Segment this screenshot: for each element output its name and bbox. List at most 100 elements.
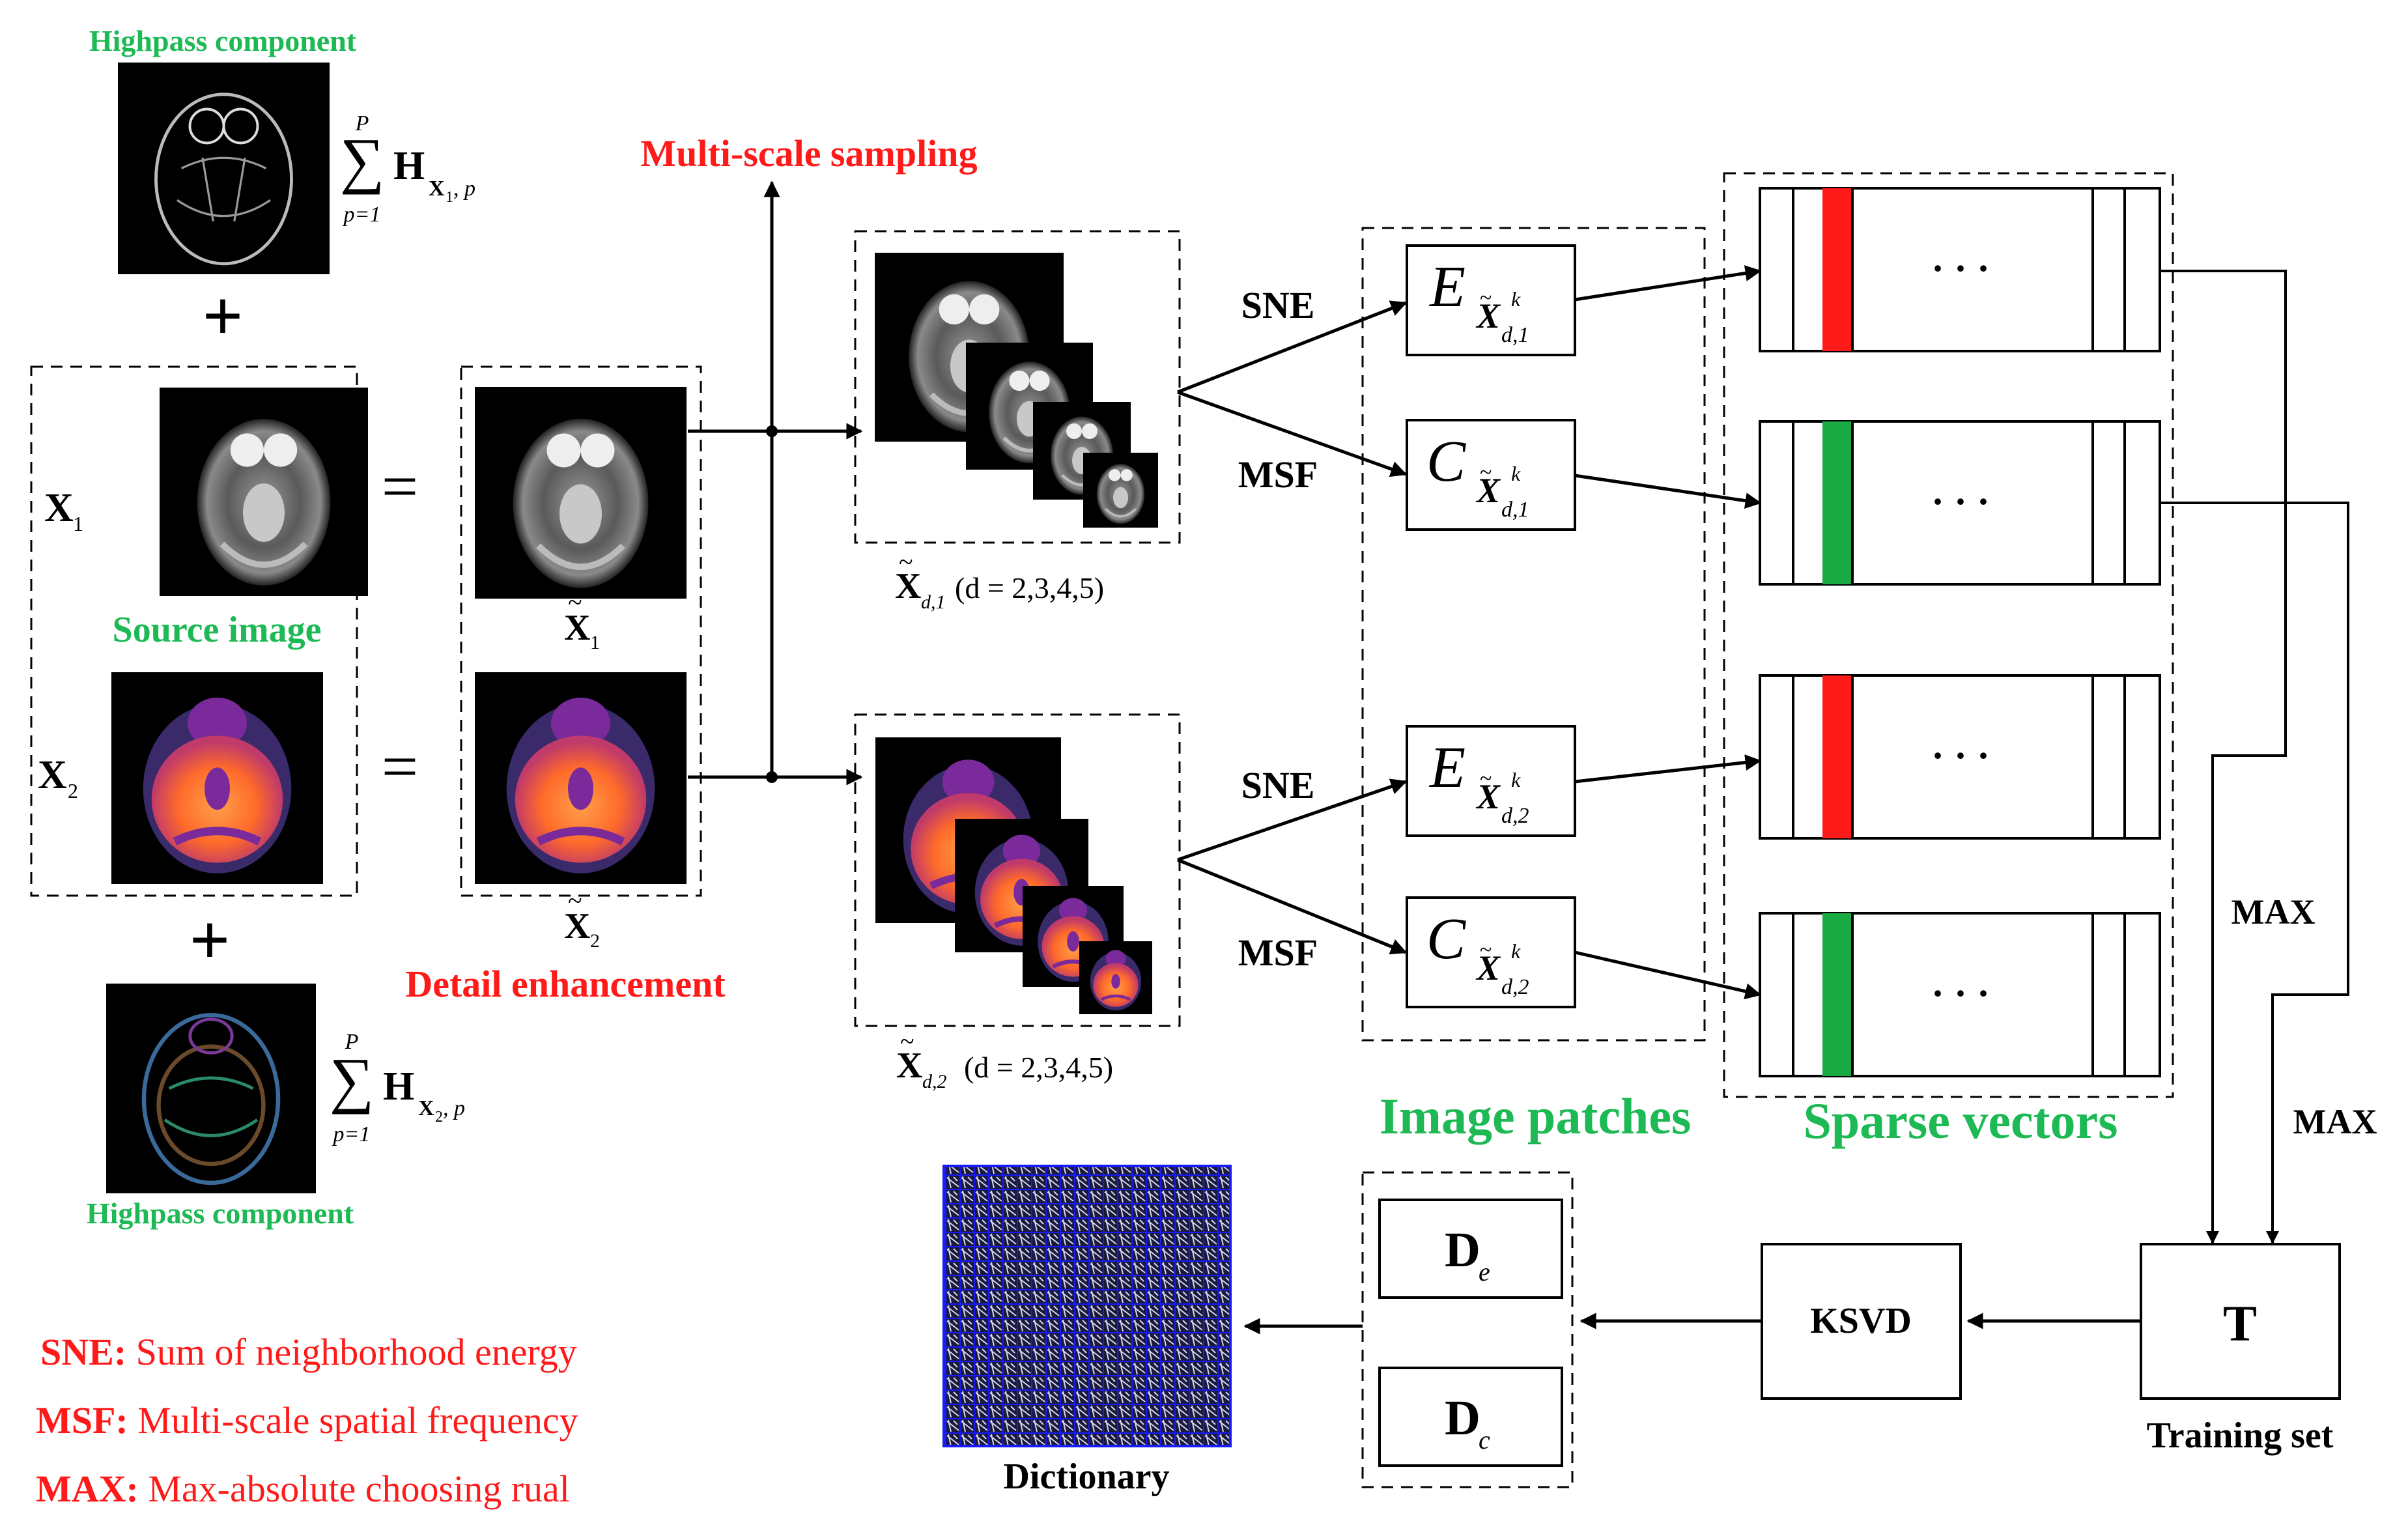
sparse-vectors-group — [1723, 172, 2174, 1098]
detail-enhancement-label: Detail enhancement — [405, 963, 726, 1005]
svg-text:X: X — [38, 753, 67, 797]
plus-top: + — [203, 276, 244, 356]
svg-text:, p: , p — [453, 177, 475, 201]
svg-text:X: X — [1475, 777, 1501, 816]
sne-label-bottom: SNE — [1241, 764, 1315, 806]
svg-text:P: P — [355, 111, 369, 135]
sparse-vector-4: · · · — [1759, 912, 2161, 1077]
multiscale-connectors — [688, 180, 863, 786]
svg-text:X: X — [418, 1096, 434, 1120]
x2-label: X 2 — [38, 753, 78, 803]
svg-text:KSVD: KSVD — [1810, 1301, 1912, 1341]
dictionary-atoms-group — [1361, 1171, 1574, 1488]
pyramid-x2-caption: ~ X d,2 (d = 2,3,4,5) — [896, 1027, 1113, 1092]
training-set-label: Training set — [2147, 1415, 2334, 1456]
svg-text:· · ·: · · · — [1931, 480, 1990, 523]
max-label-right: MAX — [2231, 892, 2316, 931]
highpass-x2-image — [106, 984, 316, 1193]
svg-text:1: 1 — [590, 632, 600, 653]
svg-text:, p: , p — [443, 1096, 465, 1120]
svg-text:X: X — [1475, 471, 1501, 510]
svg-text:E: E — [1428, 735, 1466, 800]
svg-text:X: X — [1475, 296, 1501, 335]
svg-text:P: P — [345, 1030, 359, 1054]
svg-text:1: 1 — [446, 189, 453, 206]
svg-text:E: E — [1428, 255, 1466, 319]
svg-text:e: e — [1479, 1257, 1490, 1286]
training-set-box: T — [2140, 1243, 2341, 1400]
max-routing-lines — [2160, 270, 2349, 1234]
sne-label-top: SNE — [1241, 284, 1315, 326]
enhanced-x2-label: X 2 ~ — [564, 886, 600, 952]
svg-text:T: T — [2223, 1295, 2257, 1352]
svg-text:C: C — [1426, 429, 1466, 494]
max-arrowheads — [2206, 1225, 2279, 1244]
junction-dot-bottom — [766, 771, 778, 783]
svg-text:D: D — [1445, 1391, 1480, 1445]
svg-text:c: c — [1479, 1425, 1490, 1455]
msf-label-bottom: MSF — [1238, 931, 1318, 974]
equals-x1: = — [382, 450, 418, 522]
max-label-left: MAX — [2293, 1102, 2377, 1141]
enhanced-mri-image — [475, 387, 687, 599]
sparse-vectors-label: Sparse vectors — [1803, 1092, 2118, 1149]
svg-text:X: X — [564, 608, 590, 648]
svg-text:~: ~ — [568, 588, 582, 617]
source-mri-image — [160, 388, 368, 596]
svg-text:H: H — [393, 144, 425, 188]
highpass-x1-image — [118, 63, 330, 274]
image-patches-group — [1361, 227, 1706, 1042]
legend: SNE: Sum of neighborhood energy MSF: Mul… — [36, 1331, 578, 1510]
junction-dot-top — [766, 425, 778, 437]
svg-text:2: 2 — [435, 1109, 443, 1126]
highpass-top-label: Highpass component — [89, 24, 357, 57]
svg-text:~: ~ — [1480, 286, 1492, 310]
svg-text:∑: ∑ — [330, 1045, 374, 1115]
source-image-group — [30, 365, 358, 897]
sparse-vector-3: · · · — [1759, 674, 2161, 840]
pyramid-x2-images — [875, 737, 1152, 1014]
svg-text:X: X — [895, 566, 921, 606]
enhanced-x1-label: X 1 ~ — [564, 588, 600, 653]
svg-text:X: X — [44, 486, 74, 530]
svg-text:d,2: d,2 — [1501, 804, 1529, 828]
equals-x2: = — [382, 730, 418, 803]
feature-c-d1: C X ~ k d,1 — [1406, 419, 1576, 531]
sparse-vector-1: · · · — [1759, 187, 2161, 352]
svg-text:2: 2 — [68, 779, 78, 803]
svg-text:1: 1 — [73, 512, 83, 535]
highpass-bottom-label: Highpass component — [87, 1197, 354, 1230]
pyramid-x1-images — [875, 253, 1159, 529]
dictionary-de-box: D e — [1378, 1199, 1563, 1299]
svg-text:~: ~ — [1480, 461, 1492, 485]
enhanced-pet-image — [475, 672, 687, 884]
svg-text:2: 2 — [590, 930, 600, 952]
svg-text:k: k — [1511, 939, 1521, 963]
svg-text:X: X — [429, 177, 445, 201]
pyramid-x2-group — [854, 713, 1181, 1027]
svg-text:k: k — [1511, 768, 1521, 791]
enhanced-image-group — [460, 365, 702, 897]
x1-label: X 1 — [44, 486, 83, 535]
feature-e-d1: E X ~ k d,1 — [1406, 244, 1576, 356]
svg-text:(d = 2,3,4,5): (d = 2,3,4,5) — [955, 571, 1104, 604]
sum-h-x2-formula: P ∑ p=1 H X 2 , p — [330, 1030, 465, 1146]
svg-text:X: X — [1475, 948, 1501, 987]
multi-scale-sampling-label: Multi-scale sampling — [640, 132, 977, 175]
sparse-vector-2: · · · — [1759, 420, 2161, 586]
legend-sne: SNE: Sum of neighborhood energy — [40, 1331, 577, 1373]
svg-text:(d = 2,3,4,5): (d = 2,3,4,5) — [964, 1051, 1113, 1084]
svg-text:d,1: d,1 — [1501, 498, 1529, 522]
svg-text:D: D — [1445, 1223, 1480, 1277]
svg-text:C: C — [1426, 907, 1466, 971]
svg-text:X: X — [564, 906, 590, 946]
feature-c-d2: C X ~ k d,2 — [1406, 896, 1576, 1008]
legend-msf: MSF: Multi-scale spatial frequency — [36, 1399, 578, 1442]
svg-text:X: X — [896, 1045, 922, 1086]
svg-text:~: ~ — [899, 547, 913, 576]
pipeline-arrows — [1243, 1313, 2141, 1335]
pyramid-x1-group — [854, 230, 1181, 544]
dictionary-image — [942, 1165, 1232, 1447]
source-image-label: Source image — [113, 610, 322, 650]
